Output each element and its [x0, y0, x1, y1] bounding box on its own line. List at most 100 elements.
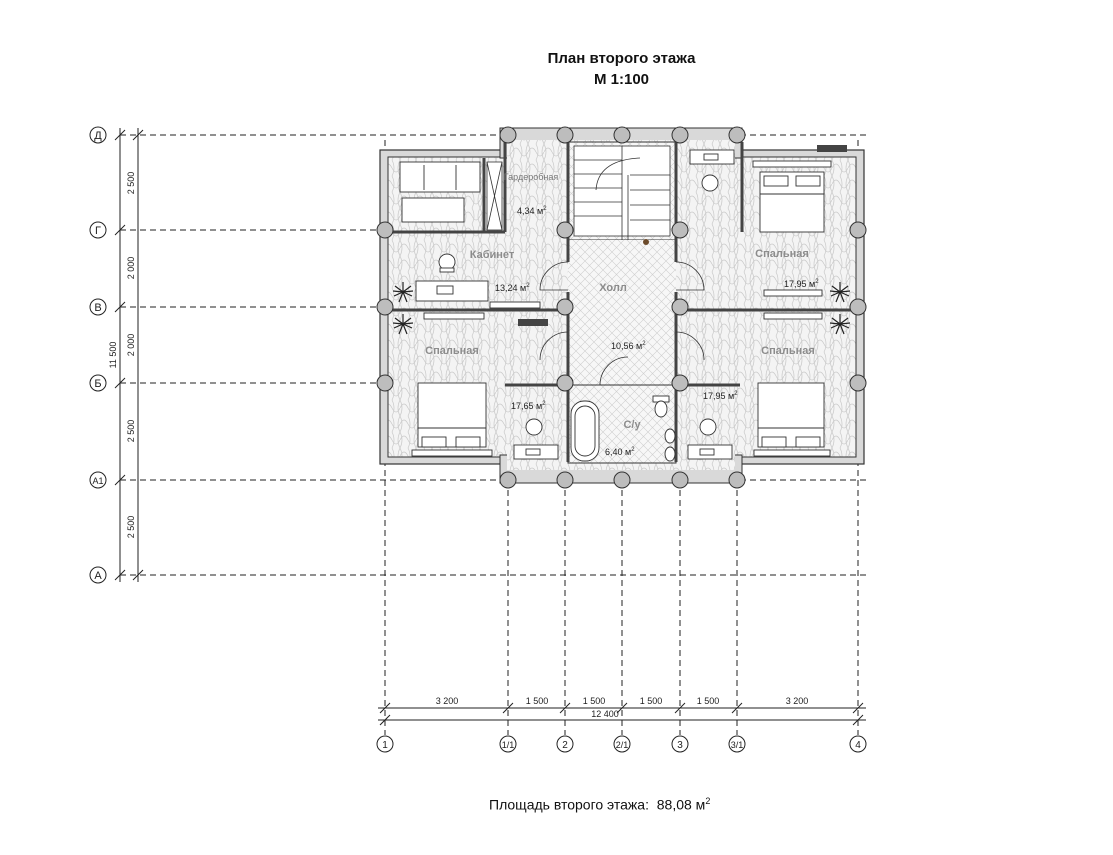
- dim-label: 1 500: [583, 696, 606, 706]
- structural-columns: [376, 126, 867, 489]
- room-area-bedroom-ne: 17,95 м2: [784, 279, 819, 289]
- axis-label: 1/1: [502, 740, 515, 750]
- area-sup: 2: [734, 391, 738, 397]
- axis-label: А: [94, 570, 102, 582]
- room-areas: 4,34 м2 13,24 м2 10,56 м2 17,95 м2 17,65…: [495, 206, 819, 457]
- horizontal-dimensions: [378, 702, 866, 726]
- area-sup: 2: [542, 401, 546, 407]
- plant-icons: [392, 282, 851, 335]
- dim-label: 2 500: [126, 172, 136, 195]
- axis-marker-g: Г: [89, 221, 107, 239]
- room-area-bedroom-sw: 17,65 м2: [511, 401, 546, 411]
- staircase: [573, 145, 671, 245]
- axis-label: Г: [95, 225, 101, 237]
- axis-label: Д: [94, 130, 102, 142]
- axis-marker-2-1: 2/1: [613, 735, 631, 753]
- axis-marker-3-1: 3/1: [728, 735, 746, 753]
- dim-total-label: 11 500: [108, 342, 118, 369]
- axis-marker-1-1: 1/1: [499, 735, 517, 753]
- horizontal-dim-labels: 3 200 1 500 1 500 1 500 1 500 3 200 12 4…: [436, 696, 809, 719]
- axis-label: 3/1: [731, 740, 744, 750]
- wardrobe-shelf: [486, 161, 503, 231]
- room-name-bedroom-sw: Спальная: [425, 345, 479, 357]
- axis-marker-b: Б: [89, 374, 107, 392]
- axis-label: 2/1: [616, 740, 629, 750]
- room-area-hall: 10,56 м2: [611, 341, 646, 351]
- area-value: 6,40 м: [605, 447, 631, 457]
- dim-label: 1 500: [697, 696, 720, 706]
- total-area: Площадь второго этажа: 88,08 м2: [489, 796, 710, 813]
- area-sup: 2: [631, 447, 635, 453]
- dim-label: 1 500: [640, 696, 663, 706]
- axis-marker-1: 1: [376, 735, 394, 753]
- dim-total-label: 12 400: [591, 709, 619, 719]
- area-sup: 2: [815, 279, 819, 285]
- axis-label: 4: [855, 740, 861, 751]
- desk-sw: [513, 418, 559, 460]
- total-area-sup: 2: [705, 796, 711, 806]
- drawing-title: План второго этажа: [547, 50, 696, 67]
- bed-ne: [752, 160, 832, 233]
- axis-marker-2: 2: [556, 735, 574, 753]
- room-name-bedroom-ne: Спальная: [755, 248, 809, 260]
- desk-se: [687, 418, 733, 460]
- area-value: 17,95 м: [784, 279, 815, 289]
- vertical-dimensions: [114, 128, 144, 582]
- area-value: 17,65 м: [511, 401, 542, 411]
- room-name-bathroom: С/у: [623, 419, 641, 431]
- total-area-value: 88,08 м: [656, 796, 706, 813]
- dim-label: 3 200: [786, 696, 809, 706]
- dim-label: 3 200: [436, 696, 459, 706]
- room-labels: Гардеробная Кабинет Холл Спальная Спальн…: [425, 172, 815, 431]
- room-area-wardrobe: 4,34 м2: [517, 206, 547, 216]
- study-desk: [415, 253, 541, 309]
- room-name-hall: Холл: [599, 282, 627, 294]
- column-axis-markers: 1 1/1 2 2/1 3 3/1 4: [376, 735, 867, 753]
- room-name-bedroom-se: Спальная: [761, 345, 815, 357]
- sofa: [399, 161, 481, 223]
- axis-label: 3: [677, 740, 683, 751]
- area-sup: 2: [526, 283, 530, 289]
- axis-marker-a: А: [89, 566, 107, 584]
- room-name-wardrobe: Гардеробная: [504, 172, 559, 182]
- total-area-label: Площадь второго этажа:: [489, 796, 649, 813]
- dim-label: 2 000: [126, 257, 136, 280]
- axis-label: Б: [94, 378, 101, 390]
- door-swings: [539, 261, 705, 386]
- area-value: 17,95 м: [703, 391, 734, 401]
- vertical-dim-labels: 2 500 2 000 2 000 2 500 2 500 11 500: [108, 172, 136, 539]
- axis-label: 1: [382, 740, 388, 751]
- drawing-scale: М 1:100: [593, 71, 650, 88]
- area-sup: 2: [543, 206, 547, 212]
- area-sup: 2: [642, 341, 646, 347]
- bed-se: [753, 289, 831, 457]
- dim-label: 2 500: [126, 516, 136, 539]
- axis-label: А1: [92, 476, 103, 486]
- axis-label: 2: [562, 740, 568, 751]
- room-area-bathroom: 6,40 м2: [605, 447, 635, 457]
- axis-label: В: [94, 302, 101, 314]
- axis-marker-a1: А1: [89, 471, 107, 489]
- bathtub: [570, 400, 600, 462]
- bed-sw: [411, 312, 493, 457]
- toilet: [652, 395, 670, 418]
- row-axis-markers: Д Г В Б А1 А: [89, 126, 107, 584]
- area-value: 4,34 м: [517, 206, 543, 216]
- room-area-bedroom-se: 17,95 м2: [703, 391, 738, 401]
- sinks: [664, 428, 676, 462]
- room-area-study: 13,24 м2: [495, 283, 530, 293]
- axis-marker-3: 3: [671, 735, 689, 753]
- dim-label: 1 500: [526, 696, 549, 706]
- axis-marker-v: В: [89, 298, 107, 316]
- building: [376, 126, 867, 489]
- room-name-study: Кабинет: [470, 249, 515, 261]
- dim-label: 2 000: [126, 334, 136, 357]
- axis-marker-4: 4: [849, 735, 867, 753]
- desk-ne: [689, 149, 735, 192]
- area-value: 13,24 м: [495, 283, 526, 293]
- radiators: [518, 145, 847, 326]
- dim-label: 2 500: [126, 420, 136, 443]
- area-value: 10,56 м: [611, 341, 642, 351]
- axis-marker-d: Д: [89, 126, 107, 144]
